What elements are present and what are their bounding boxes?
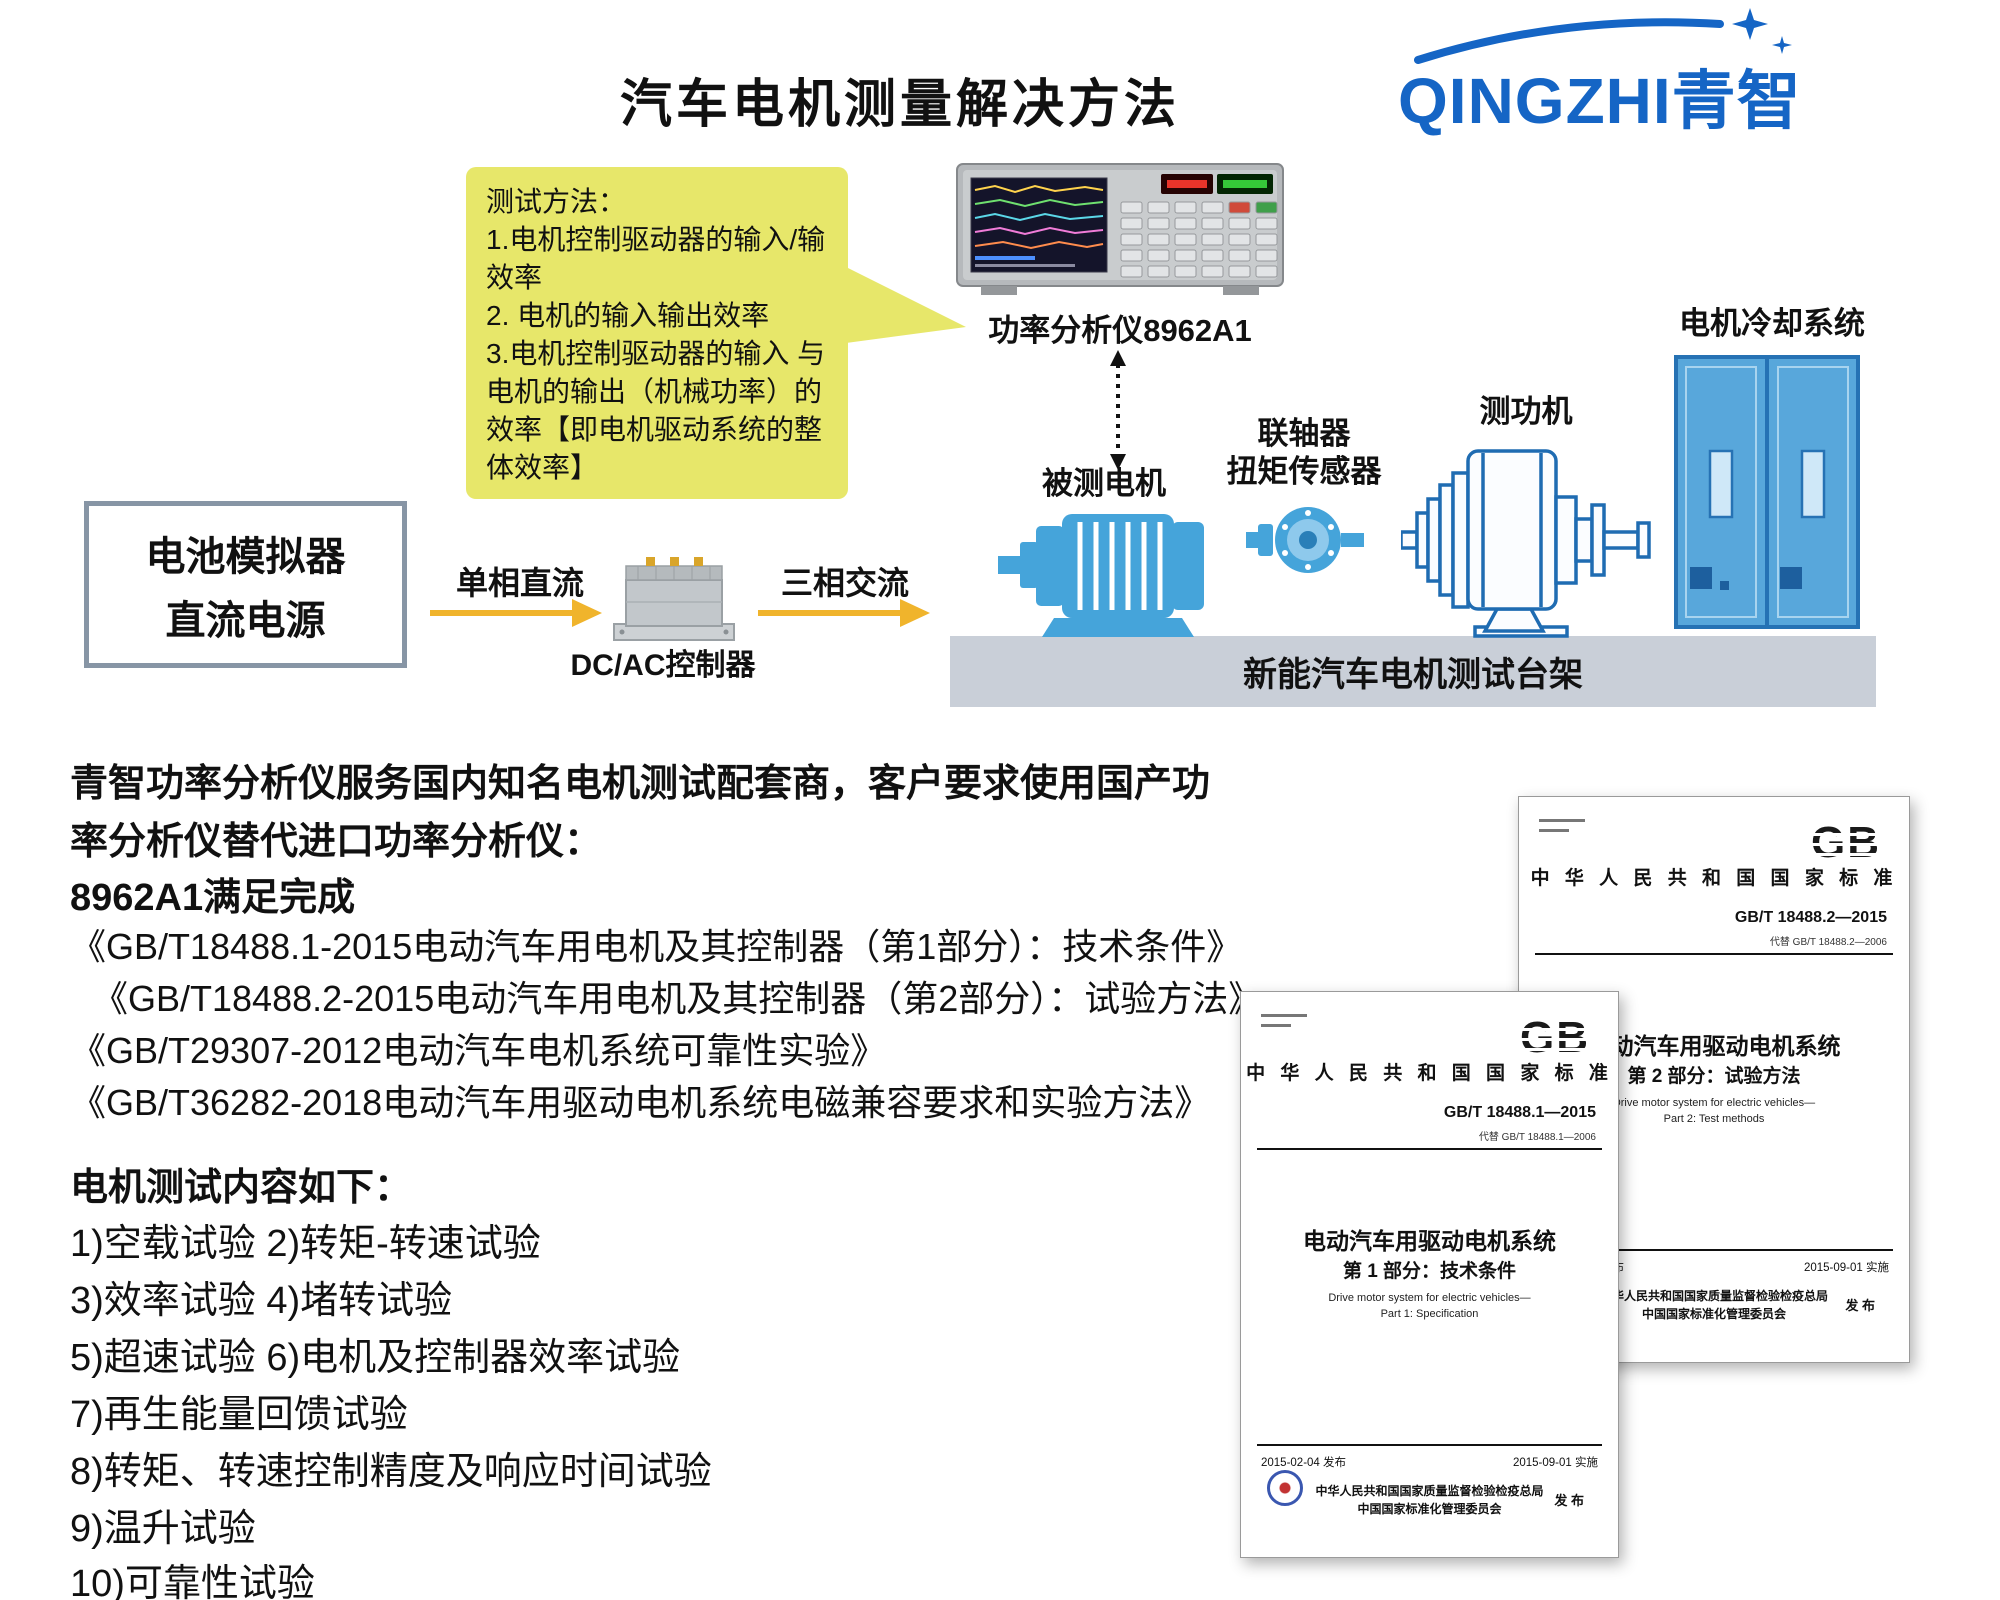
cooling-cabinet-image — [1674, 355, 1860, 634]
standard-document-part2: GB 中 华 人 民 共 和 国 国 家 标 准 GB/T 18488.2—20… — [1518, 796, 1910, 1363]
callout-line: 测试方法： — [486, 186, 627, 217]
doc-decorative-line — [1261, 1024, 1291, 1027]
standard-item: 《GB/T29307-2012电动汽车电机系统可靠性实验》 — [70, 1030, 887, 1071]
motor-image — [998, 494, 1228, 644]
gb-logo: GB — [1807, 819, 1885, 867]
doc-issuer-1: 中华人民共和国国家质量监督检验检疫总局 — [1599, 1289, 1828, 1303]
doc-header: 中 华 人 民 共 和 国 国 家 标 准 — [1530, 868, 1898, 889]
doc-rule — [1257, 1444, 1602, 1446]
dc-arrow — [430, 599, 602, 627]
doc-issue-word: 发 布 — [1554, 1493, 1584, 1508]
intro-line-1: 青智功率分析仪服务国内知名电机测试配套商，客户要求使用国产功 — [70, 763, 1211, 805]
logo-latin: QINGZHI — [1398, 65, 1672, 137]
doc-decorative-line — [1539, 819, 1585, 822]
measurement-link-arrow — [1110, 350, 1126, 470]
torque-sensor-label: 扭矩传感器 — [1226, 454, 1382, 489]
tests-title: 电机测试内容如下： — [70, 1167, 413, 1209]
intro-line-2: 率分析仪替代进口功率分析仪： — [70, 821, 603, 863]
coupling-label: 联轴器 — [1257, 416, 1351, 451]
logo-cjk: 青智 — [1671, 65, 1802, 137]
dc-arrow-label: 单相直流 — [455, 565, 584, 601]
doc-header: 中 华 人 民 共 和 国 国 家 标 准 — [1246, 1063, 1613, 1084]
page-title: 汽车电机测量解决方法 — [620, 76, 1181, 134]
doc-decorative-line — [1261, 1014, 1307, 1017]
doc-title: 电动汽车用驱动电机系统 — [1303, 1228, 1556, 1254]
ac-arrow — [758, 599, 930, 627]
callout-line: 3.电机控制驱动器的输入 与 — [486, 338, 826, 369]
callout-line: 电机的输出（机械功率）的 — [486, 376, 823, 407]
dyno-label: 测功机 — [1479, 394, 1573, 429]
doc-subtitle: 第 2 部分：试验方法 — [1627, 1066, 1801, 1087]
power-analyzer-image — [955, 156, 1285, 306]
doc-code: GB/T 18488.1—2015 — [1443, 1104, 1596, 1121]
doc-code-sub: 代替 GB/T 18488.1—2006 — [1478, 1132, 1596, 1143]
doc-english-title: Drive motor system for electric vehicles… — [1612, 1097, 1816, 1109]
ac-arrow-label: 三相交流 — [780, 565, 909, 601]
dcac-controller-image — [612, 554, 736, 649]
battery-label-line1: 电池模拟器 — [145, 534, 346, 579]
test-item: 9)温升试验 — [70, 1508, 256, 1550]
doc-english-subtitle: Part 1: Specification — [1380, 1308, 1479, 1320]
standard-document-part1: GB 中 华 人 民 共 和 国 国 家 标 准 GB/T 18488.1—20… — [1240, 991, 1619, 1558]
gb-logo: GB — [1516, 1014, 1594, 1062]
standard-item: 《GB/T18488.2-2015电动汽车用电机及其控制器（第2部分）：试验方法… — [92, 978, 1265, 1019]
doc-issue-word: 发 布 — [1845, 1298, 1875, 1313]
doc-effective-date: 2015-09-01 实施 — [1512, 1457, 1598, 1469]
dynamometer-image — [1399, 423, 1666, 643]
standard-item: 《GB/T36282-2018电动汽车用驱动电机系统电磁兼容要求和实验方法》 — [70, 1082, 1211, 1123]
standard-item: 《GB/T18488.1-2015电动汽车用电机及其控制器（第1部分）：技术条件… — [70, 926, 1243, 967]
test-item: 5)超速试验 6)电机及控制器效率试验 — [70, 1337, 681, 1379]
doc-effective-date: 2015-09-01 实施 — [1803, 1262, 1889, 1274]
doc-issuer-2: 中国国家标准化管理委员会 — [1357, 1502, 1502, 1516]
callout-line: 效率【即电机驱动系统的整 — [486, 414, 823, 445]
torque-sensor-image — [1246, 500, 1364, 585]
logo-sparkle-icon — [1732, 8, 1768, 40]
callout-line: 体效率】 — [486, 452, 599, 483]
doc-code-sub: 代替 GB/T 18488.2—2006 — [1769, 937, 1887, 948]
callout-tail — [846, 267, 966, 343]
doc-english-title: Drive motor system for electric vehicles… — [1328, 1292, 1531, 1304]
callout-line: 1.电机控制驱动器的输入/输 — [486, 224, 826, 255]
doc-issue-date: 2015-02-04 发布 — [1261, 1457, 1347, 1469]
motor-label: 被测电机 — [1042, 466, 1166, 501]
doc-subtitle: 第 1 部分：技术条件 — [1342, 1261, 1517, 1282]
doc-seal — [1267, 1470, 1303, 1506]
doc-decorative-line — [1539, 829, 1569, 832]
cooling-label: 电机冷却系统 — [1679, 306, 1865, 341]
model-line: 8962A1满足完成 — [70, 877, 356, 919]
battery-label-line2: 直流电源 — [165, 598, 326, 643]
test-item: 7)再生能量回馈试验 — [70, 1394, 408, 1436]
logo-swoosh-icon — [1414, 8, 1792, 64]
callout-line: 效率 — [486, 262, 543, 293]
doc-code: GB/T 18488.2—2015 — [1734, 909, 1887, 926]
doc-rule — [1257, 1148, 1602, 1150]
doc-rule — [1535, 953, 1893, 955]
qingzhi-logo: QINGZHI青智 — [1390, 6, 1910, 137]
callout-line: 2. 电机的输入输出效率 — [486, 300, 770, 331]
doc-title: 电动汽车用驱动电机系统 — [1587, 1033, 1841, 1059]
battery-simulator-box: 电池模拟器 直流电源 — [84, 501, 407, 668]
test-method-callout: 测试方法： 1.电机控制驱动器的输入/输 效率 2. 电机的输入输出效率 3.电… — [466, 167, 848, 499]
bench-label: 新能汽车电机测试台架 — [1243, 656, 1583, 694]
doc-english-subtitle: Part 2: Test methods — [1663, 1113, 1765, 1125]
test-item: 10)可靠性试验 — [70, 1563, 315, 1600]
controller-label: DC/AC控制器 — [570, 649, 756, 682]
doc-issuer-1: 中华人民共和国国家质量监督检验检疫总局 — [1315, 1484, 1544, 1498]
test-bench-platform: 新能汽车电机测试台架 — [950, 636, 1876, 707]
doc-rule — [1535, 1249, 1893, 1251]
test-item: 8)转矩、转速控制精度及响应时间试验 — [70, 1451, 712, 1493]
test-item: 1)空载试验 2)转矩-转速试验 — [70, 1223, 541, 1265]
test-item: 3)效率试验 4)堵转试验 — [70, 1280, 453, 1322]
doc-issuer-2: 中国国家标准化管理委员会 — [1641, 1307, 1786, 1321]
analyzer-label: 功率分析仪8962A1 — [988, 313, 1252, 348]
